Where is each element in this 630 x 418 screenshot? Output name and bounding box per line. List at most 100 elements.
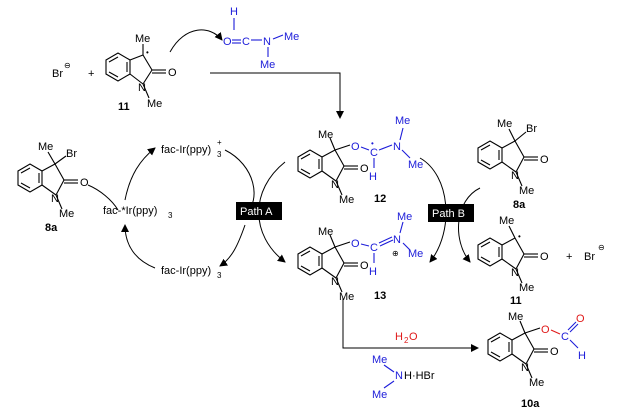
svg-text:C: C	[561, 331, 569, 343]
svg-text:Me: Me	[408, 248, 423, 260]
svg-text:•: •	[146, 48, 149, 57]
svg-text:O: O	[80, 177, 89, 189]
svg-text:Me: Me	[318, 226, 333, 238]
svg-text:N: N	[331, 276, 339, 288]
svg-text:Br: Br	[526, 123, 537, 135]
svg-text:Me: Me	[284, 31, 299, 43]
svg-text:N: N	[331, 179, 339, 191]
svg-text:•: •	[518, 232, 521, 241]
svg-text:C: C	[242, 36, 250, 48]
svg-text:Me: Me	[147, 98, 162, 110]
svg-text:fac-Ir(ppy): fac-Ir(ppy)	[161, 144, 211, 156]
svg-text:13: 13	[374, 290, 386, 302]
path-a-label: Path A	[236, 202, 282, 220]
svg-text:Me: Me	[372, 354, 387, 366]
svg-text:Me: Me	[508, 311, 523, 323]
svg-text:N: N	[511, 267, 519, 279]
hydrolysis-arrow	[342, 298, 479, 352]
svg-text:O: O	[360, 260, 369, 272]
cycle-arrow-8a-in	[87, 184, 119, 211]
radical-addition-curved-arrow	[169, 29, 223, 53]
cycle-arrow-excited-to-oxidized	[124, 147, 156, 201]
dmf-reagent: H O C N Me Me	[223, 6, 299, 71]
svg-text:⊕: ⊕	[392, 249, 399, 258]
svg-text:Me: Me	[519, 185, 534, 197]
svg-text:Me: Me	[519, 282, 534, 294]
cycle-arrow-ground-to-excited	[121, 224, 156, 269]
dimethylamine-hydrobromide: Me N Me H·HBr	[372, 354, 435, 401]
svg-text:3: 3	[217, 150, 222, 159]
formate-product-10a: Me O C O H O N Me 10a	[487, 311, 586, 410]
svg-text:O: O	[351, 141, 360, 153]
svg-text:O: O	[360, 163, 369, 175]
svg-text:H: H	[578, 350, 586, 362]
svg-text:Me: Me	[318, 129, 333, 141]
svg-text:H: H	[369, 171, 377, 183]
plus-sign-right: +	[566, 251, 572, 263]
plus-sign-top: +	[88, 68, 94, 80]
catalyst-ir-oxidized: fac-Ir(ppy) 3 +	[161, 138, 222, 159]
svg-text:C: C	[370, 242, 378, 254]
svg-text:N: N	[51, 193, 59, 205]
svg-text:H: H	[230, 6, 238, 18]
svg-text:Path A: Path A	[240, 206, 273, 218]
svg-text:•: •	[371, 139, 374, 148]
svg-text:O: O	[540, 154, 549, 166]
svg-text:2: 2	[404, 336, 409, 345]
svg-text:Me: Me	[497, 118, 512, 130]
svg-text:O: O	[351, 238, 360, 250]
svg-text:N: N	[395, 370, 403, 382]
arrow-to-adduct-12	[210, 72, 344, 119]
svg-text:O: O	[540, 251, 549, 263]
svg-text:O: O	[168, 67, 177, 79]
svg-text:H·HBr: H·HBr	[404, 370, 435, 382]
svg-text:Br: Br	[584, 251, 595, 263]
bromide-anion-right: Br ⊖	[584, 243, 605, 263]
water-reagent: H 2 O	[395, 331, 418, 345]
svg-text:8a: 8a	[513, 199, 526, 211]
svg-text:3: 3	[168, 211, 173, 220]
path-b-curved-arrow-8a	[458, 187, 481, 263]
svg-text:O: O	[576, 313, 585, 325]
svg-text:+: +	[217, 138, 222, 147]
svg-text:N: N	[138, 82, 146, 94]
svg-text:8a: 8a	[45, 222, 58, 234]
svg-text:Me: Me	[372, 389, 387, 401]
svg-text:Me: Me	[339, 291, 354, 303]
svg-text:11: 11	[118, 101, 130, 113]
svg-text:fac-Ir(ppy): fac-Ir(ppy)	[161, 265, 211, 277]
svg-text:Br: Br	[52, 68, 63, 80]
svg-text:N: N	[521, 362, 529, 374]
svg-text:fac-*Ir(ppy): fac-*Ir(ppy)	[103, 205, 157, 217]
svg-text:⊖: ⊖	[598, 243, 605, 252]
svg-text:O: O	[409, 331, 418, 343]
oxindole-radical-11-right: Me • O N Me 11	[477, 215, 549, 307]
svg-text:Me: Me	[339, 194, 354, 206]
svg-text:N: N	[263, 36, 271, 48]
catalyst-ir-ground: fac-Ir(ppy) 3	[161, 265, 222, 280]
svg-text:Me: Me	[408, 159, 423, 171]
svg-text:Me: Me	[499, 215, 514, 227]
svg-text:O: O	[223, 36, 232, 48]
svg-text:Me: Me	[397, 211, 412, 223]
svg-text:Me: Me	[135, 33, 150, 45]
adduct-radical-12: Me O C • H N Me Me O N Me 12	[297, 115, 423, 206]
iminium-cation-13: Me O C H N Me Me ⊕ O N Me 13	[297, 211, 423, 303]
svg-text:Me: Me	[260, 59, 275, 71]
svg-text:11: 11	[510, 295, 522, 307]
svg-text:3: 3	[217, 271, 222, 280]
svg-text:12: 12	[374, 193, 386, 205]
svg-text:10a: 10a	[521, 398, 540, 410]
svg-text:Me: Me	[38, 141, 53, 153]
svg-text:Me: Me	[529, 377, 544, 389]
svg-text:N: N	[393, 234, 401, 246]
oxindole-radical-11-top: Me • O N Me 11	[105, 33, 177, 113]
svg-text:N: N	[393, 141, 401, 153]
svg-text:C: C	[370, 147, 378, 159]
svg-text:Me: Me	[395, 115, 410, 127]
svg-text:H: H	[395, 331, 403, 343]
path-b-label: Path B	[428, 204, 474, 222]
svg-text:H: H	[369, 266, 377, 278]
svg-text:N: N	[511, 170, 519, 182]
